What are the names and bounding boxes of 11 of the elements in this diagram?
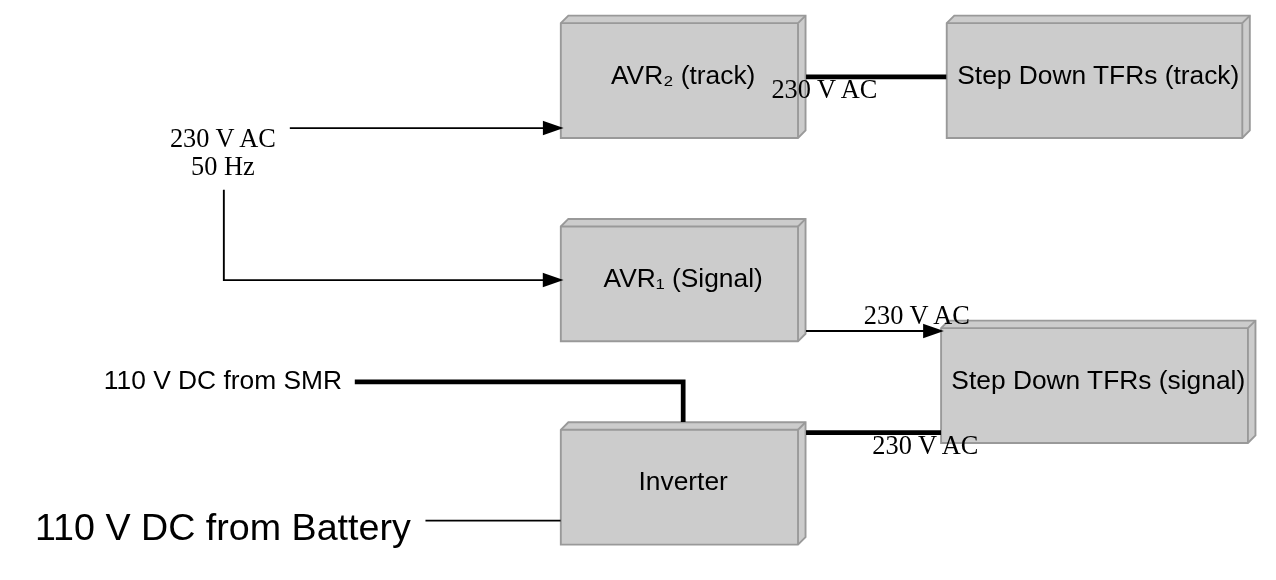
connector: [806, 74, 947, 80]
arrow: [288, 120, 564, 136]
connector: [806, 430, 941, 435]
arrow: [805, 323, 944, 339]
connector: [354, 379, 686, 422]
node-text: 110 V DC from SMR: [103, 364, 342, 395]
node-text: 110 V DC from Battery: [34, 505, 411, 548]
edge-label: 230 V AC: [771, 74, 878, 104]
arrow: [222, 188, 564, 288]
node-text: 230 V AC 50 Hz: [169, 123, 276, 182]
connector: [424, 519, 562, 522]
